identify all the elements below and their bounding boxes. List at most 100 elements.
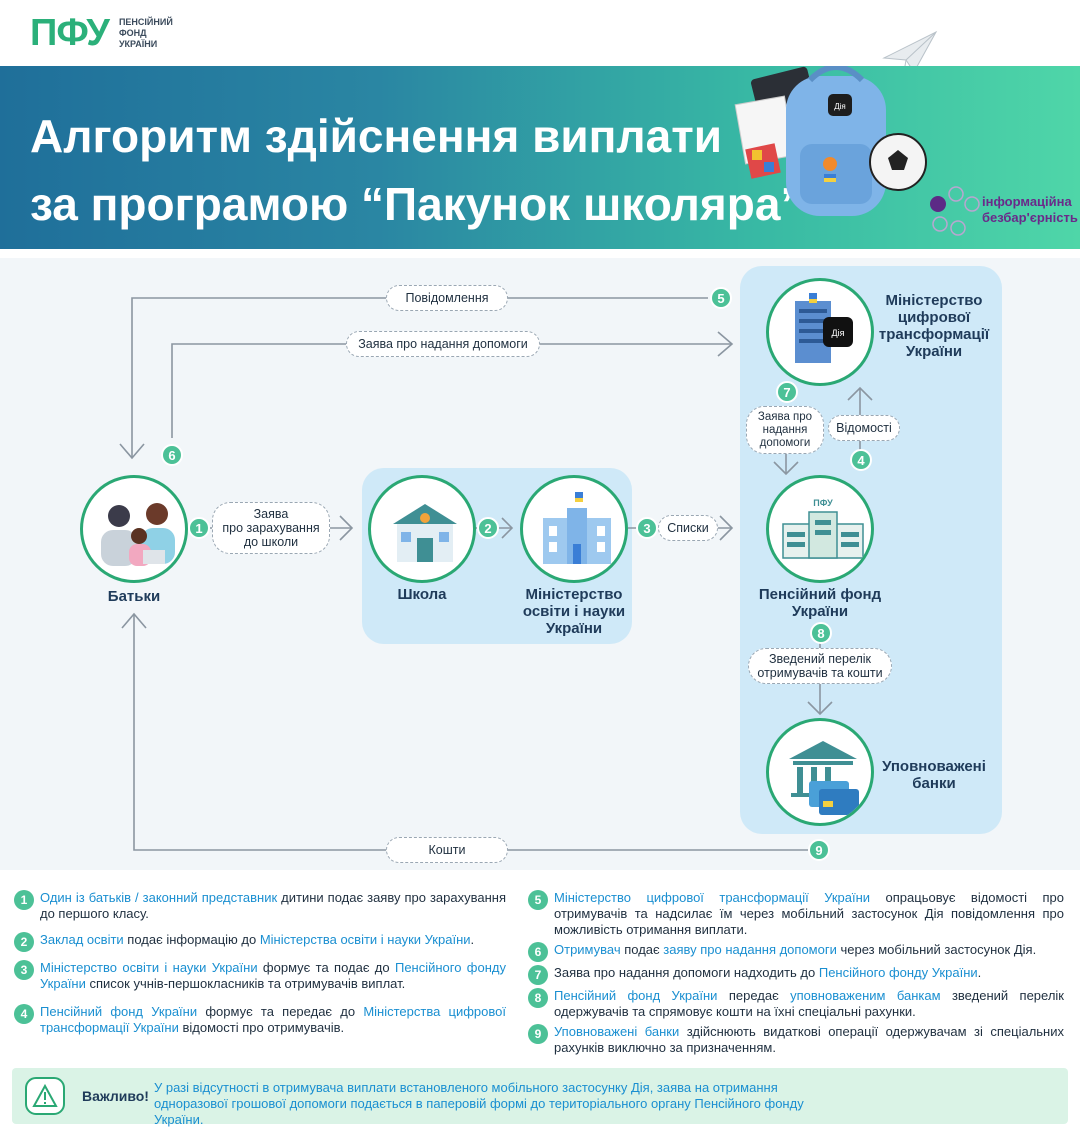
- important-text: У разі відсутності в отримувача виплати …: [154, 1080, 804, 1127]
- pension-fund-building-icon: ПФУ: [782, 498, 864, 559]
- important-notice: Важливо! У разі відсутності в отримувача…: [12, 1068, 1068, 1127]
- step-item-8: 8 Пенсійний фонд України передає уповнов…: [528, 988, 1064, 1020]
- step-item-text: Заява про надання допомоги надходить до …: [554, 965, 981, 985]
- moe-line1: Міністерство: [525, 586, 623, 603]
- moe-line3: України: [545, 620, 603, 637]
- step-number-9: 9: [808, 839, 830, 861]
- step-item-text: Один із батьків / законний представник д…: [40, 890, 506, 922]
- step-number-6: 6: [161, 444, 183, 466]
- step-item-number: 8: [528, 988, 548, 1008]
- school-icon: [393, 504, 457, 562]
- step-text: відомості про отримувачів.: [178, 1020, 345, 1035]
- pill-app7-line3: допомоги: [759, 436, 811, 449]
- step-item-text: Міністерство цифрової трансформації Укра…: [554, 890, 1064, 938]
- step-item-7: 7 Заява про надання допомоги надходить д…: [528, 965, 1064, 985]
- banks-label: Уповноважені банки: [878, 758, 990, 792]
- family-icon: [101, 503, 175, 566]
- pill-app7: Заява про надання допомоги: [746, 406, 824, 454]
- accessibility-badge-text: інформаційна безбар'єрність: [982, 194, 1078, 226]
- highlighted-text: Міністерство цифрової трансформації Укра…: [554, 890, 871, 905]
- step-item-number: 3: [14, 960, 34, 980]
- pfu-circle: ПФУ: [766, 475, 874, 583]
- pill-enroll-application: Заява про зарахування до школи: [212, 502, 330, 554]
- warning-icon: [25, 1077, 65, 1115]
- highlighted-text: Пенсійного фонду України: [818, 965, 978, 980]
- logo-mark: ПФУ: [30, 12, 110, 54]
- mdt-line1: Міністерство: [885, 292, 983, 309]
- step-number-3: 3: [636, 517, 658, 539]
- step-text: передає: [717, 988, 791, 1003]
- step-item-1: 1 Один із батьків / законний представник…: [14, 890, 506, 922]
- school-circle: [368, 475, 476, 583]
- pfu-line1: Пенсійний фонд: [758, 586, 882, 603]
- step-number-8: 8: [810, 622, 832, 644]
- pill-funds: Кошти: [386, 837, 508, 863]
- step-item-number: 6: [528, 942, 548, 962]
- step-item-text: Заклад освіти подає інформацію до Мініст…: [40, 932, 474, 952]
- step-item-number: 1: [14, 890, 34, 910]
- school-label: Школа: [397, 586, 447, 603]
- mdt-line4: України: [905, 343, 963, 360]
- highlighted-text: Міністерства цифрової трансформації Укра…: [40, 1004, 506, 1035]
- highlighted-text: уповноваженим банкам: [790, 988, 941, 1003]
- step-item-5: 5 Міністерство цифрової трансформації Ук…: [528, 890, 1064, 938]
- step-item-number: 4: [14, 1004, 34, 1024]
- pfu-logo: ПФУ ПЕНСІЙНИЙ ФОНД УКРАЇНИ: [30, 12, 173, 55]
- highlighted-text: Заклад освіти: [40, 932, 124, 947]
- highlighted-text: Міністерства освіти і науки України: [259, 932, 471, 947]
- pill-info: Відомості: [828, 415, 900, 441]
- title-line1: Алгоритм здійснення виплати: [30, 110, 723, 162]
- title-line2: за програмою “Пакунок школяра”: [30, 178, 804, 230]
- step-text: опрацьовує відомості про отримувачів та …: [554, 890, 1064, 937]
- pill-summary: Зведений перелік отримувачів та кошти: [748, 648, 892, 684]
- mdt-label: Міністерство цифрової трансформації Укра…: [876, 292, 992, 360]
- mdt-building-label: Дія: [832, 328, 845, 338]
- step-number-1: 1: [188, 517, 210, 539]
- step-item-text: Отримувач подає заяву про надання допомо…: [554, 942, 1036, 962]
- banks-line1: Уповноважені: [882, 758, 986, 775]
- logo-line2: ФОНД: [118, 28, 147, 38]
- step-item-text: Пенсійний фонд України формує та передає…: [40, 1004, 506, 1036]
- step-text: здійснюють видаткові операції одержувача…: [554, 1024, 1064, 1055]
- highlighted-text: Один із батьків / законний представник: [40, 890, 278, 905]
- ministry-building-icon: [543, 492, 611, 564]
- step-item-number: 9: [528, 1024, 548, 1044]
- pfu-building-label: ПФУ: [813, 498, 833, 508]
- parents-circle: [80, 475, 188, 583]
- moe-circle: [520, 475, 628, 583]
- step-item-text: Уповноважені банки здійснюють видаткові …: [554, 1024, 1064, 1056]
- important-label: Важливо!: [82, 1088, 149, 1104]
- digital-ministry-icon: Дія: [795, 293, 853, 363]
- step-text: подає інформацію до: [123, 932, 260, 947]
- pill-summary-line1: Зведений перелік: [768, 652, 872, 666]
- step-text: дитини подає заяву про зарахування до пе…: [40, 890, 507, 921]
- mdt-line2: цифрової: [897, 309, 971, 326]
- flow-diagram: Батьки Школа Міністерство освіти і науки: [0, 258, 1080, 870]
- step-text: зведений перелік одержувачів та спрямову…: [554, 988, 1064, 1019]
- bank-icon: [789, 741, 859, 815]
- step-text: .: [977, 965, 982, 980]
- mdt-line3: трансформації: [878, 326, 990, 343]
- step-text: подає: [620, 942, 664, 957]
- step-item-4: 4 Пенсійний фонд України формує та перед…: [14, 1004, 506, 1036]
- pfu-label: Пенсійний фонд України: [756, 586, 884, 620]
- step-number-7: 7: [776, 381, 798, 403]
- accessibility-badge-icon: [930, 186, 980, 236]
- pill-app7-line2: надання: [762, 423, 808, 436]
- step-number-4: 4: [850, 449, 872, 471]
- highlighted-text: Уповноважені банки: [554, 1024, 680, 1039]
- highlighted-text: Пенсійний фонд України: [40, 1004, 198, 1019]
- backpack-illustration: Дія: [734, 66, 927, 216]
- step-item-9: 9 Уповноважені банки здійснюють видатков…: [528, 1024, 1064, 1056]
- pill-enroll-line2: про зарахування: [222, 521, 320, 535]
- step-text: через мобільний застосунок Дія.: [836, 942, 1037, 957]
- step-number-5: 5: [710, 287, 732, 309]
- badge-line2: безбар'єрність: [982, 210, 1078, 225]
- pill-application-help: Заява про надання допомоги: [346, 331, 540, 357]
- step-item-3: 3 Міністерство освіти і науки України фо…: [14, 960, 506, 992]
- banks-line2: банки: [912, 775, 956, 792]
- pill-enroll-line3: до школи: [243, 535, 299, 549]
- highlighted-text: Міністерство освіти і науки України: [40, 960, 258, 975]
- moe-label: Міністерство освіти і науки України: [510, 586, 638, 637]
- step-item-2: 2 Заклад освіти подає інформацію до Міні…: [14, 932, 506, 952]
